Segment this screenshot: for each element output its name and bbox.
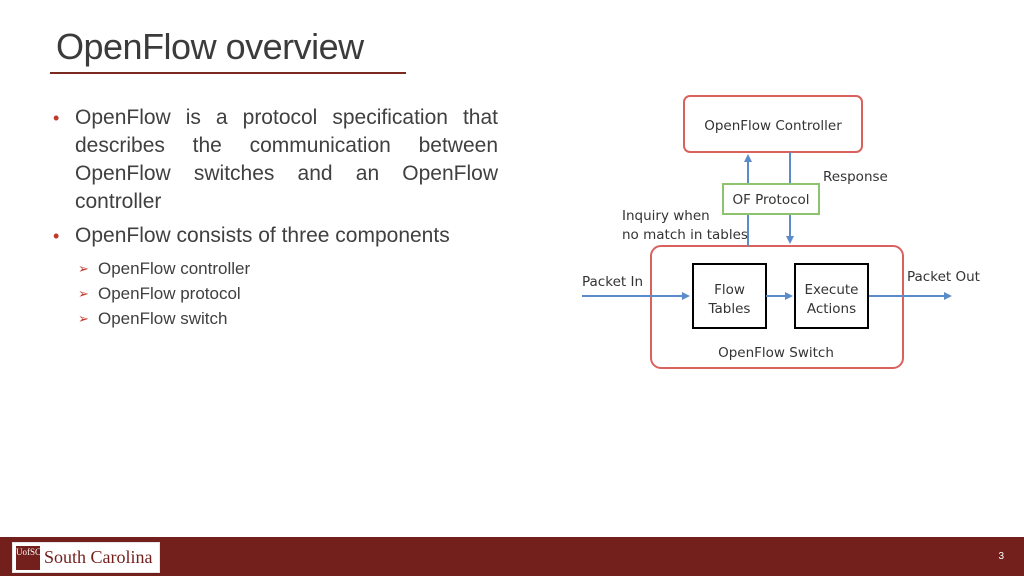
sub-bullet-text: OpenFlow controller (98, 259, 251, 278)
bullet-list: • OpenFlow is a protocol specification t… (50, 104, 498, 331)
execute-label-line2: Actions (807, 301, 856, 317)
logo-text: South Carolina (44, 547, 153, 567)
protocol-label: OF Protocol (732, 192, 809, 208)
logo-seal-icon: UofSC (16, 546, 41, 570)
arrow-bullet-icon: ➢ (78, 286, 89, 301)
controller-box (683, 95, 863, 153)
arrow-bullet-icon: ➢ (78, 311, 89, 326)
execute-label-line1: Execute (805, 282, 859, 298)
bullet-text: OpenFlow is a protocol specification tha… (75, 106, 498, 213)
openflow-diagram: OpenFlow Controller OpenFlow Switch OF P… (570, 86, 1010, 386)
inquiry-label-line1: Inquiry when (622, 208, 710, 224)
bullet-dot-icon: • (53, 108, 60, 128)
bullet-item: • OpenFlow is a protocol specification t… (50, 104, 498, 216)
protocol-box (722, 183, 820, 215)
inquiry-label-line2: no match in tables (622, 227, 748, 243)
sub-bullet-item: ➢ OpenFlow controller (50, 256, 498, 281)
page-number: 3 (998, 551, 1004, 562)
execute-actions-box (794, 263, 869, 329)
flow-tables-box (692, 263, 767, 329)
sub-bullet-text: OpenFlow switch (98, 309, 228, 328)
slide-title: OpenFlow overview (56, 26, 364, 67)
title-underline (50, 72, 406, 74)
response-label: Response (823, 169, 888, 185)
flow-tables-label-line1: Flow (714, 282, 745, 298)
bullet-text: OpenFlow consists of three components (75, 224, 450, 247)
arrow-bullet-icon: ➢ (78, 261, 89, 276)
sub-bullet-text: OpenFlow protocol (98, 284, 241, 303)
switch-label: OpenFlow Switch (718, 345, 834, 361)
university-logo: UofSC South Carolina (12, 542, 160, 573)
bullet-item: • OpenFlow consists of three components (50, 222, 498, 250)
packet-out-label: Packet Out (907, 269, 980, 285)
flow-tables-label-line2: Tables (708, 301, 751, 317)
bullet-dot-icon: • (53, 226, 60, 246)
sub-bullet-item: ➢ OpenFlow switch (50, 306, 498, 331)
footer-bar (0, 537, 1024, 576)
sub-bullet-item: ➢ OpenFlow protocol (50, 281, 498, 306)
controller-label: OpenFlow Controller (704, 118, 842, 134)
packet-in-label: Packet In (582, 274, 643, 290)
